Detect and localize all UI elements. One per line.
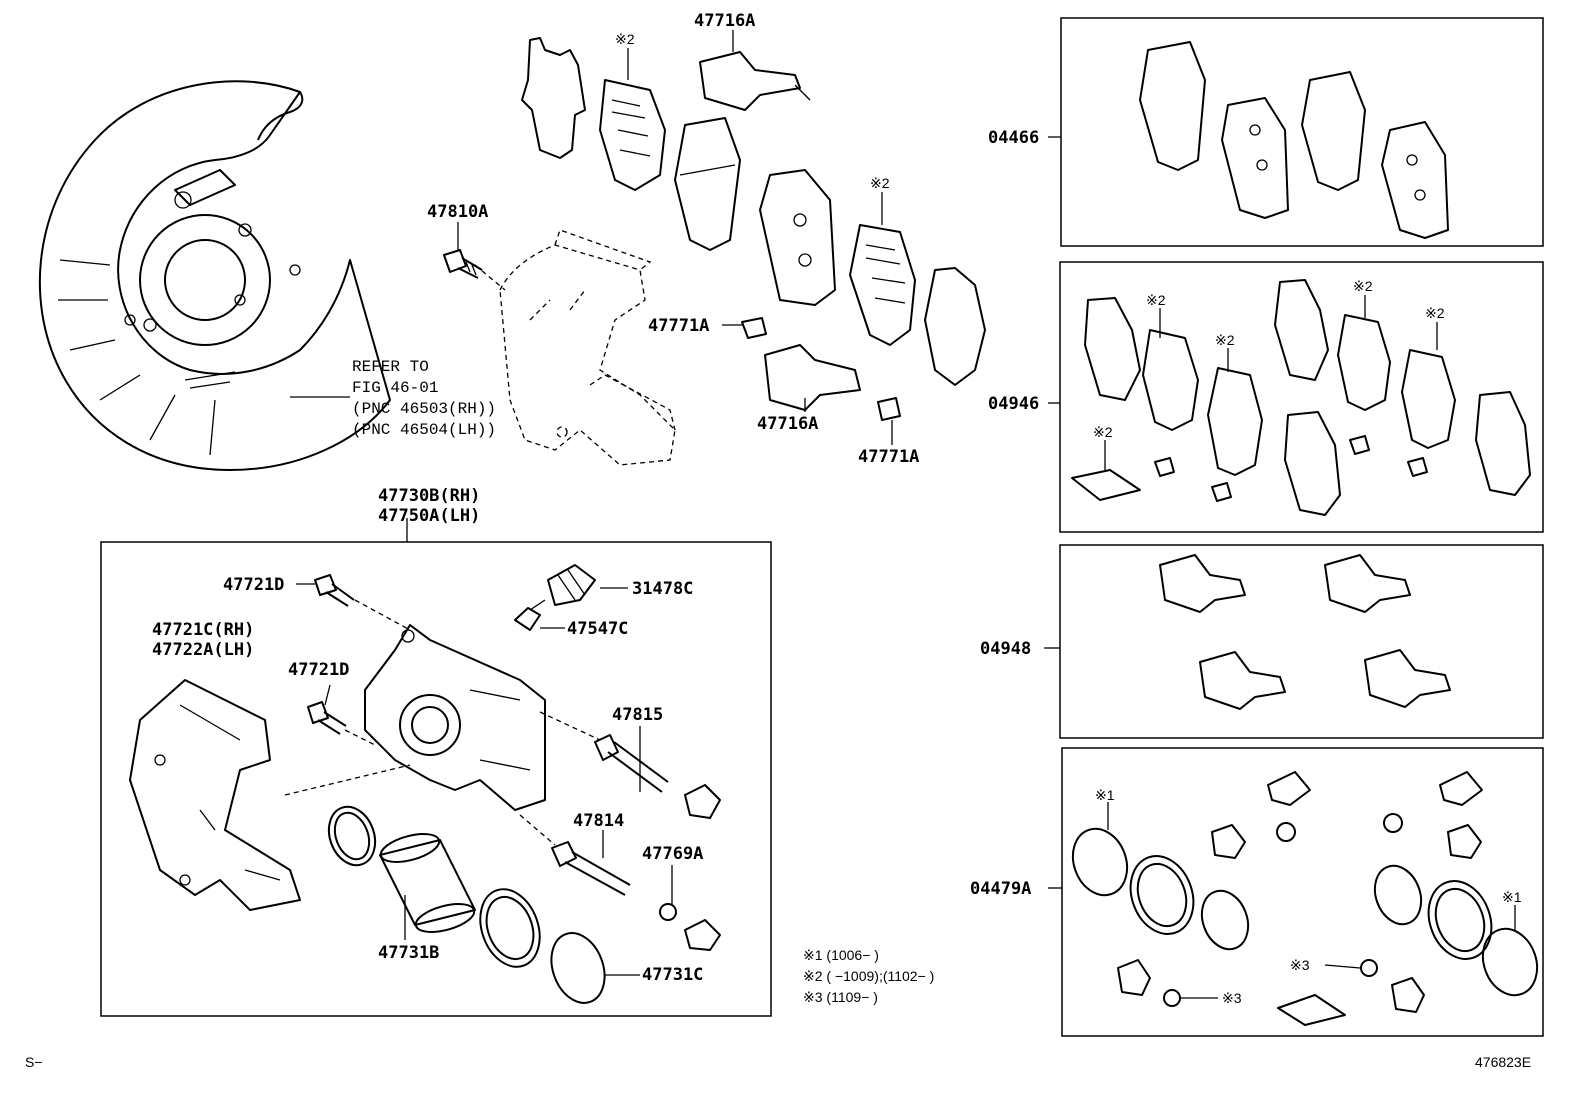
clip-47771A-2 xyxy=(877,397,901,421)
label-04479A: 04479A xyxy=(970,879,1031,899)
caliper-kit-box xyxy=(100,541,772,1017)
piston-seal-ring-drawing xyxy=(327,805,377,867)
bolt-47721D-2-drawing xyxy=(307,701,347,735)
boot-47815-drawing xyxy=(684,784,721,819)
shim-inner-2 xyxy=(924,267,986,386)
pad-support-plate-mid xyxy=(764,344,861,411)
piston-47731B-drawing xyxy=(379,833,476,933)
pin-47814-drawing xyxy=(551,841,631,896)
kit-box-04948 xyxy=(1059,544,1544,739)
reference-line-2: FIG 46-01 xyxy=(352,379,438,397)
kit-box-04466 xyxy=(1060,17,1544,247)
note-3-dates: ※3 (1109− ) xyxy=(803,989,878,1005)
label-47731B: 47731B xyxy=(378,943,439,963)
reference-line-1: REFER TO xyxy=(352,358,429,376)
kit-04948-plates xyxy=(1159,554,1451,710)
reference-line-4: (PNC 46504(LH)) xyxy=(352,421,496,439)
kit-box-04479A xyxy=(1061,747,1544,1037)
label-47547C: 47547C xyxy=(567,619,628,639)
note-2-box2-d: ※2 xyxy=(1425,305,1445,321)
note-2-box2-c: ※2 xyxy=(1353,278,1373,294)
label-47716A-top: 47716A xyxy=(694,11,755,31)
label-31478C: 31478C xyxy=(632,579,693,599)
seal-47731C-drawing xyxy=(550,932,606,1004)
label-47716A-mid: 47716A xyxy=(757,414,818,434)
brake-pad-2 xyxy=(759,169,836,306)
label-47771A-1: 47771A xyxy=(648,316,709,336)
label-47730B: 47730B(RH) xyxy=(378,486,480,506)
note-1-box4-a: ※1 xyxy=(1095,787,1115,803)
bleeder-47547C-drawing xyxy=(514,599,546,631)
bush-47769A-drawing xyxy=(659,903,721,951)
pin-47815-drawing xyxy=(594,734,669,793)
kit-04946-shims xyxy=(1071,279,1531,516)
caliper-body xyxy=(364,624,546,811)
label-47722A: 47722A(LH) xyxy=(152,640,254,660)
bolt-47721D-1-drawing xyxy=(314,574,355,607)
kit-04479A-seals xyxy=(1071,771,1539,1026)
anti-squeal-shim-2 xyxy=(849,224,916,346)
note-2-box2-e: ※2 xyxy=(1093,424,1113,440)
label-47810A: 47810A xyxy=(427,202,488,222)
label-04948: 04948 xyxy=(980,639,1031,659)
reference-note: REFER TO FIG 46-01 (PNC 46503(RH)) (PNC … xyxy=(290,358,496,439)
label-47721D-1: 47721D xyxy=(223,575,284,595)
note-1-box4-b: ※1 xyxy=(1502,889,1522,905)
note-2-dates: ※2 ( −1009);(1102− ) xyxy=(803,968,934,984)
anti-squeal-shim-1 xyxy=(599,79,666,191)
bolt-47810A-drawing xyxy=(443,249,483,279)
kit-04466-pads xyxy=(1139,41,1449,239)
label-04466: 04466 xyxy=(988,128,1039,148)
label-47771A-2: 47771A xyxy=(858,447,919,467)
label-47731C: 47731C xyxy=(642,965,703,985)
label-04946: 04946 xyxy=(988,394,1039,414)
label-47721C: 47721C(RH) xyxy=(152,620,254,640)
clip-47771A-1 xyxy=(741,317,767,339)
note-2-box2-b: ※2 xyxy=(1215,332,1235,348)
piston-boot-drawing xyxy=(479,888,541,968)
diagram-id: 476823E xyxy=(1475,1054,1531,1070)
label-47721D-2: 47721D xyxy=(288,660,349,680)
brake-pad-1 xyxy=(674,117,741,251)
label-47814: 47814 xyxy=(573,811,624,831)
note-2-top-2: ※2 xyxy=(870,175,890,191)
shim-inner-1 xyxy=(521,37,586,159)
note-3-box4-a: ※3 xyxy=(1290,957,1310,973)
caliper-bracket-lower xyxy=(129,679,301,911)
note-2-top-1: ※2 xyxy=(615,31,635,47)
pad-support-plate-top xyxy=(699,51,811,111)
kit-box-04946 xyxy=(1059,261,1544,533)
dust-shield-drawing xyxy=(38,80,391,471)
boot-31478C-drawing xyxy=(547,564,596,606)
caliper-bracket-top xyxy=(474,229,676,466)
label-47750A: 47750A(LH) xyxy=(378,506,480,526)
date-notes-legend: ※1 (1006− ) ※2 ( −1009);(1102− ) ※3 (110… xyxy=(803,947,934,1005)
note-1-dates: ※1 (1006− ) xyxy=(803,947,879,963)
note-3-box4-b: ※3 xyxy=(1222,990,1242,1006)
leader-lines xyxy=(296,30,1516,999)
label-47769A: 47769A xyxy=(642,844,703,864)
footer-left-code: S− xyxy=(25,1054,43,1070)
label-47815: 47815 xyxy=(612,705,663,725)
reference-line-3: (PNC 46503(RH)) xyxy=(352,400,496,418)
note-2-box2-a: ※2 xyxy=(1146,292,1166,308)
